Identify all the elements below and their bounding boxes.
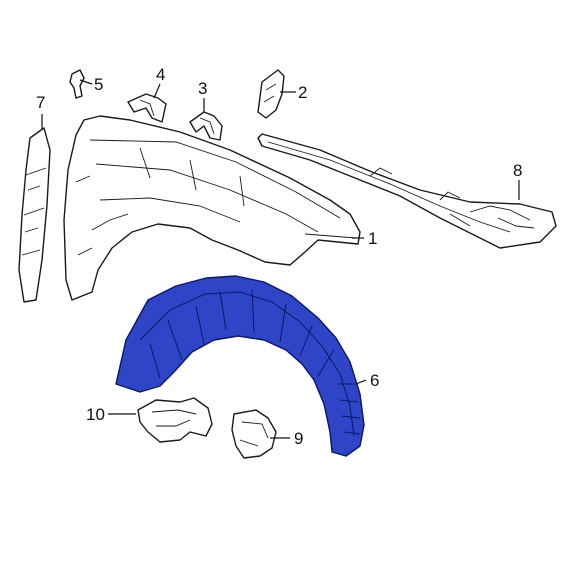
part-9-lower-bracket[interactable] [231, 409, 277, 459]
callout-labels: 1 2 3 4 5 6 7 8 9 10 [36, 65, 522, 448]
part-10-lower-bracket[interactable] [137, 397, 213, 443]
leader-5 [79, 79, 93, 85]
part-6-wheelhouse-liner[interactable] [115, 275, 365, 457]
callout-2: 2 [298, 83, 307, 102]
part-1-front-fender[interactable] [63, 115, 361, 301]
callout-5: 5 [94, 75, 103, 94]
callout-9: 9 [294, 429, 303, 448]
part-7-side-bracket[interactable] [18, 127, 51, 303]
callout-1: 1 [368, 229, 377, 248]
leader-6 [355, 379, 367, 385]
part-3-bracket[interactable] [189, 111, 223, 141]
callout-8: 8 [513, 161, 522, 180]
leader-4 [153, 83, 161, 99]
part-2-shield[interactable] [257, 69, 285, 119]
leader-lines [41, 79, 520, 439]
callout-10: 10 [86, 405, 105, 424]
callout-4: 4 [156, 65, 165, 84]
part-5-clip[interactable] [69, 69, 85, 99]
callout-7: 7 [36, 93, 45, 112]
callout-3: 3 [198, 79, 207, 98]
callout-6: 6 [370, 371, 379, 390]
part-8-side-rail[interactable] [257, 133, 557, 249]
part-4-bracket[interactable] [127, 93, 167, 123]
